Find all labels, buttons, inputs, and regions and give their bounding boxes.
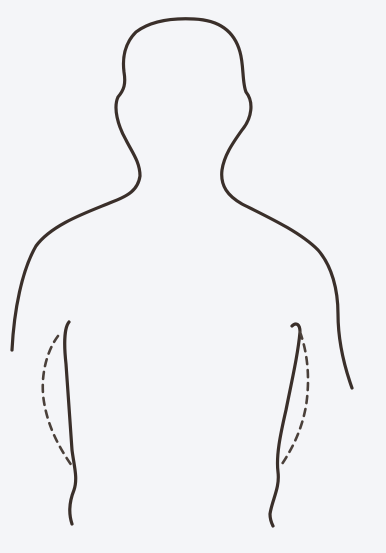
body-outline-figure	[0, 0, 386, 553]
paper-background	[0, 0, 386, 553]
figure-canvas	[0, 0, 386, 553]
